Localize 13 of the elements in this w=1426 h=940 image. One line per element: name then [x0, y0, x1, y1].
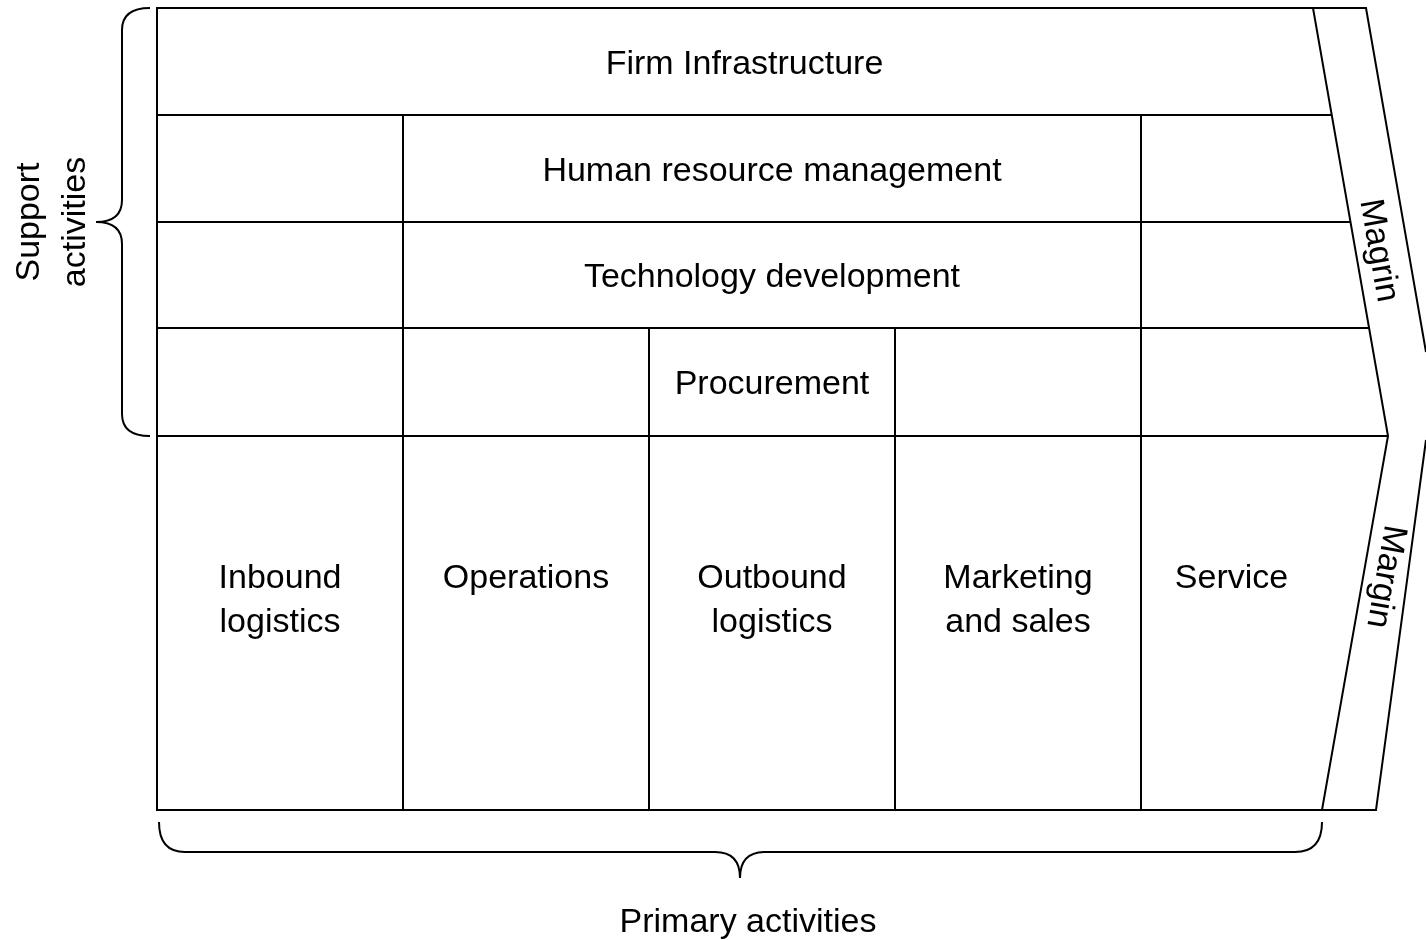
margin-label: Margin: [1359, 522, 1417, 632]
cell-label: Operations: [442, 556, 610, 597]
cell-label: Service: [1174, 556, 1289, 597]
cell-label: Procurement: [674, 362, 870, 403]
cell-label: Marketing and sales: [942, 556, 1094, 641]
cell-label: Firm Infrastructure: [605, 41, 884, 83]
cell-label: Technology development: [583, 255, 961, 296]
cell-label: Outbound logistics: [696, 556, 848, 641]
margin-label: Magrin: [1352, 195, 1410, 305]
axis-label: Primary activities: [619, 900, 877, 940]
cell-label: Human resource management: [542, 148, 1002, 190]
axis-label: Support activities: [7, 155, 93, 290]
cell-label: Inbound logistics: [217, 556, 343, 641]
